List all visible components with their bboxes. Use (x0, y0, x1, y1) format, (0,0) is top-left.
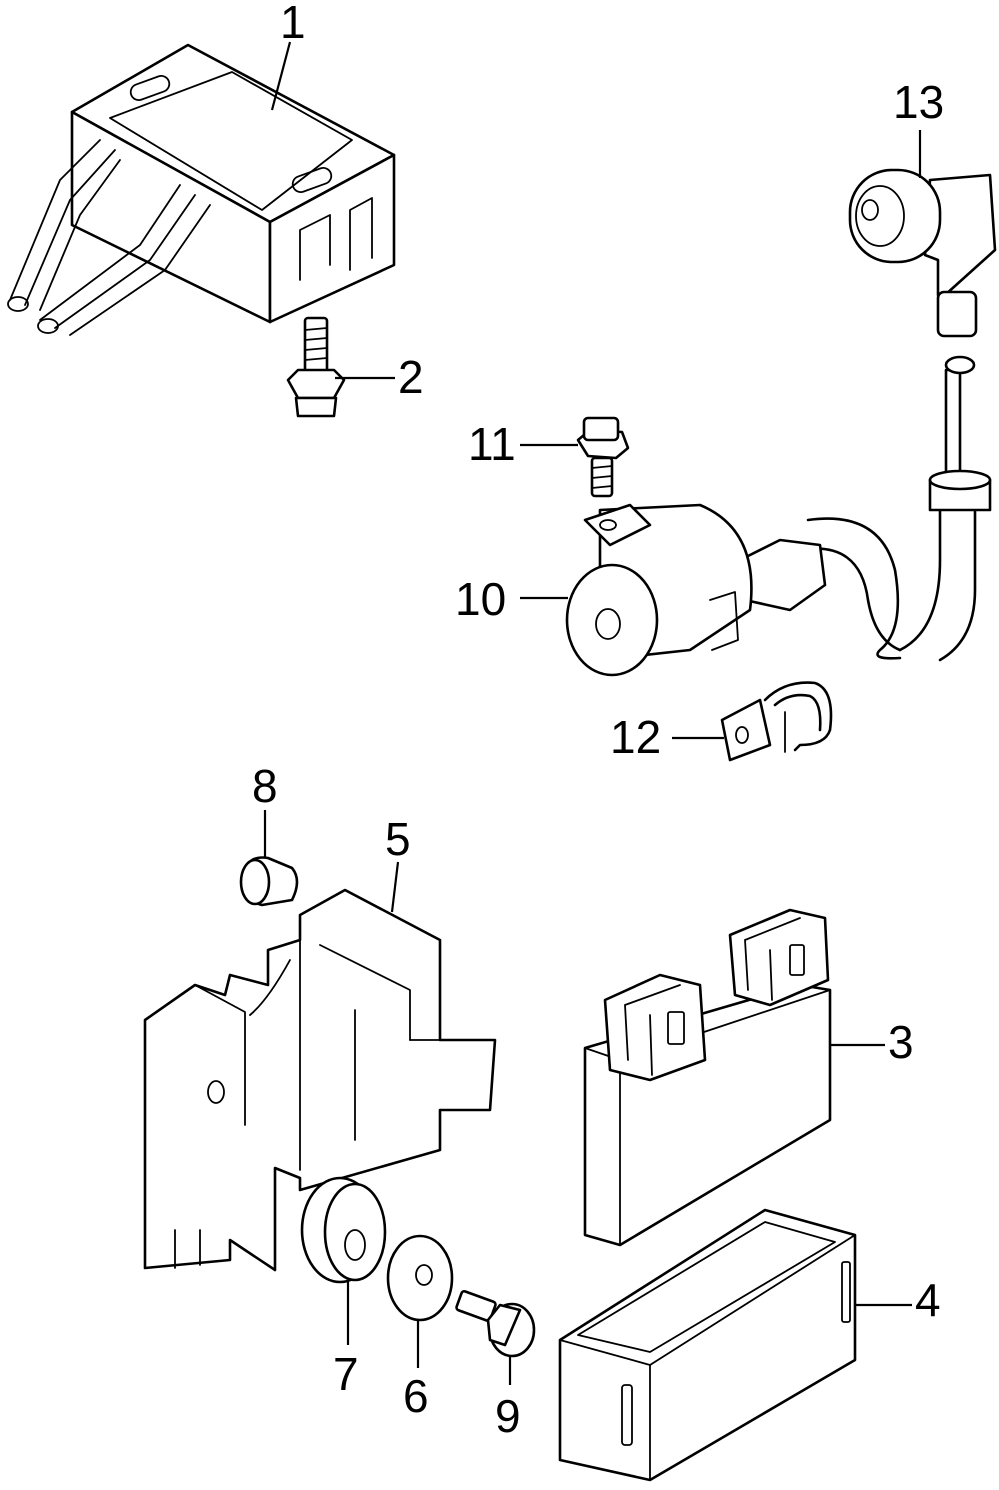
callout-2: 2 (398, 351, 424, 403)
part-2-bolt (286, 316, 346, 418)
part-6-washer (386, 1234, 454, 1322)
callout-4: 4 (915, 1274, 941, 1326)
callout-10: 10 (455, 573, 506, 625)
callout-5: 5 (385, 813, 411, 865)
callout-8: 8 (252, 760, 278, 812)
callout-9: 9 (495, 1390, 521, 1442)
callout-7: 7 (333, 1348, 359, 1400)
callout-11: 11 (468, 418, 516, 470)
callout-12: 12 (610, 711, 661, 763)
part-1-regulator-rectifier (7, 43, 396, 336)
leader-1 (270, 41, 292, 111)
leader-lines (263, 41, 922, 1385)
part-3-cdi-unit (583, 908, 832, 1247)
part-7-grommet (300, 1176, 387, 1284)
leader-5 (390, 861, 400, 913)
callout-6: 6 (403, 1370, 429, 1422)
part-13-spark-plug-cap (848, 168, 997, 482)
part-12-clamp (720, 681, 833, 762)
part-8-cap (239, 856, 299, 907)
part-10-ignition-coil (565, 469, 992, 677)
part-5-bracket (143, 888, 497, 1272)
part-9-bolt (455, 1289, 536, 1358)
callout-13: 13 (893, 76, 944, 128)
part-11-screw (576, 416, 630, 498)
callout-3: 3 (888, 1016, 914, 1068)
callout-numbers: 1 2 3 4 5 6 7 8 9 10 11 12 13 (252, 0, 944, 1442)
part-4-cdi-case (558, 1208, 857, 1482)
callout-1: 1 (280, 0, 306, 48)
